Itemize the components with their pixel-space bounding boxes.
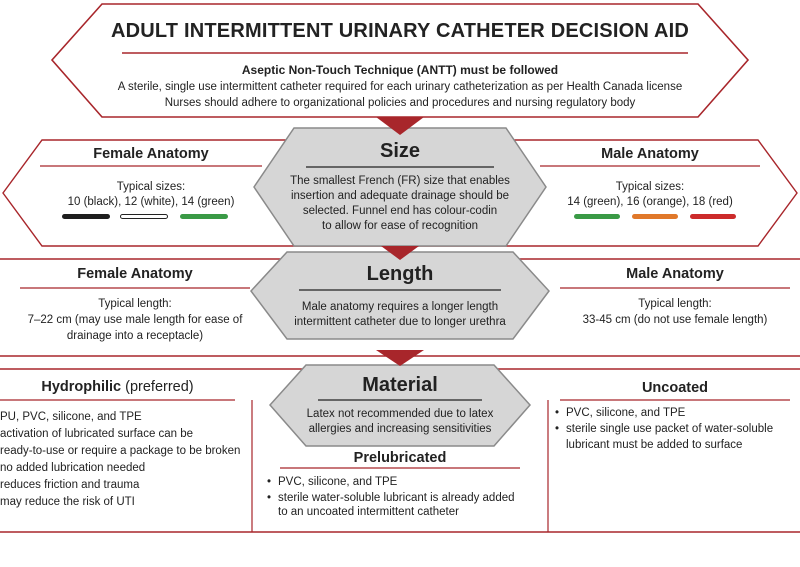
list-item: reduces friction and trauma — [0, 479, 140, 491]
size-female-label: Typical sizes: — [116, 181, 186, 193]
black-swatch — [62, 214, 110, 219]
material-desc-1: Latex not recommended due to latex — [306, 408, 494, 420]
list-item: PU, PVC, silicone, and TPE — [0, 411, 142, 423]
size-female-heading: Female Anatomy — [93, 146, 209, 162]
size-male-label: Typical sizes: — [615, 181, 685, 193]
green-swatch — [180, 214, 228, 219]
size-desc-2: insertion and adequate drainage should b… — [290, 190, 510, 202]
length-desc-1: Male anatomy requires a longer length — [301, 301, 499, 313]
size-male-values: 14 (green), 16 (orange), 18 (red) — [567, 196, 733, 208]
hydrophilic-list: PU, PVC, silicone, and TPE activation of… — [0, 409, 240, 511]
arrow-down-icon — [376, 350, 424, 366]
red-swatch — [690, 214, 736, 219]
list-item: activation of lubricated surface can be — [0, 428, 194, 440]
length-male-label: Typical length: — [638, 298, 712, 310]
material-desc-2: allergies and increasing sensitivities — [308, 423, 492, 435]
uncoated-heading: Uncoated — [641, 380, 709, 396]
size-title: Size — [379, 140, 421, 162]
header-line-1: A sterile, single use intermittent cathe… — [117, 81, 683, 93]
hydrophilic-heading: Hydrophilic (preferred) — [0, 379, 235, 395]
header-line-2: Nurses should adhere to organizational p… — [164, 97, 636, 109]
size-female-values: 10 (black), 12 (white), 14 (green) — [67, 196, 235, 208]
material-title: Material — [362, 374, 438, 396]
arrow-down-icon — [381, 246, 419, 260]
size-male-heading: Male Anatomy — [601, 146, 699, 162]
length-female-line-2: drainage into a receptacle) — [66, 330, 204, 342]
length-title: Length — [366, 263, 434, 285]
prelubricated-continuation: to an uncoated intermittent catheter — [278, 506, 459, 518]
size-desc-4: to allow for ease of recognition — [322, 220, 478, 232]
list-item: sterile water-soluble lubricant is alrea… — [266, 491, 515, 507]
list-item: may reduce the risk of UTI — [0, 496, 135, 508]
size-panel — [253, 127, 547, 247]
hydrophilic-note: (preferred) — [125, 379, 194, 395]
length-desc-2: intermittent catheter due to longer uret… — [294, 316, 506, 328]
green-swatch — [574, 214, 620, 219]
size-desc-3: selected. Funnel end has colour-codin — [302, 205, 498, 217]
uncoated-continuation: lubricant must be added to surface — [566, 439, 743, 451]
uncoated-list: PVC, silicone, and TPE sterile single us… — [554, 406, 773, 437]
header-banner — [50, 3, 750, 118]
page-title: ADULT INTERMITTENT URINARY CATHETER DECI… — [110, 20, 690, 42]
orange-swatch — [632, 214, 678, 219]
length-panel — [250, 251, 550, 340]
length-male-heading: Male Anatomy — [626, 266, 724, 282]
list-item: sterile single use packet of water-solub… — [554, 422, 773, 438]
prelubricated-list: PVC, silicone, and TPE sterile water-sol… — [266, 475, 515, 506]
list-item: PVC, silicone, and TPE — [554, 406, 773, 422]
arrow-down-icon — [376, 117, 424, 135]
list-item: no added lubrication needed — [0, 462, 146, 474]
hydrophilic-label: Hydrophilic — [41, 379, 122, 395]
length-female-line-1: 7–22 cm (may use male length for ease of — [27, 314, 243, 326]
length-female-heading: Female Anatomy — [77, 266, 193, 282]
white-swatch — [120, 214, 168, 219]
length-female-label: Typical length: — [98, 298, 172, 310]
length-male-line-1: 33-45 cm (do not use female length) — [582, 314, 768, 326]
list-item: ready-to-use or require a package to be … — [0, 445, 241, 457]
size-desc-1: The smallest French (FR) size that enabl… — [290, 175, 510, 187]
material-panel — [268, 364, 532, 447]
header-subtitle: Aseptic Non-Touch Technique (ANTT) must … — [241, 63, 559, 77]
prelubricated-heading: Prelubricated — [353, 450, 447, 466]
list-item: PVC, silicone, and TPE — [266, 475, 515, 491]
